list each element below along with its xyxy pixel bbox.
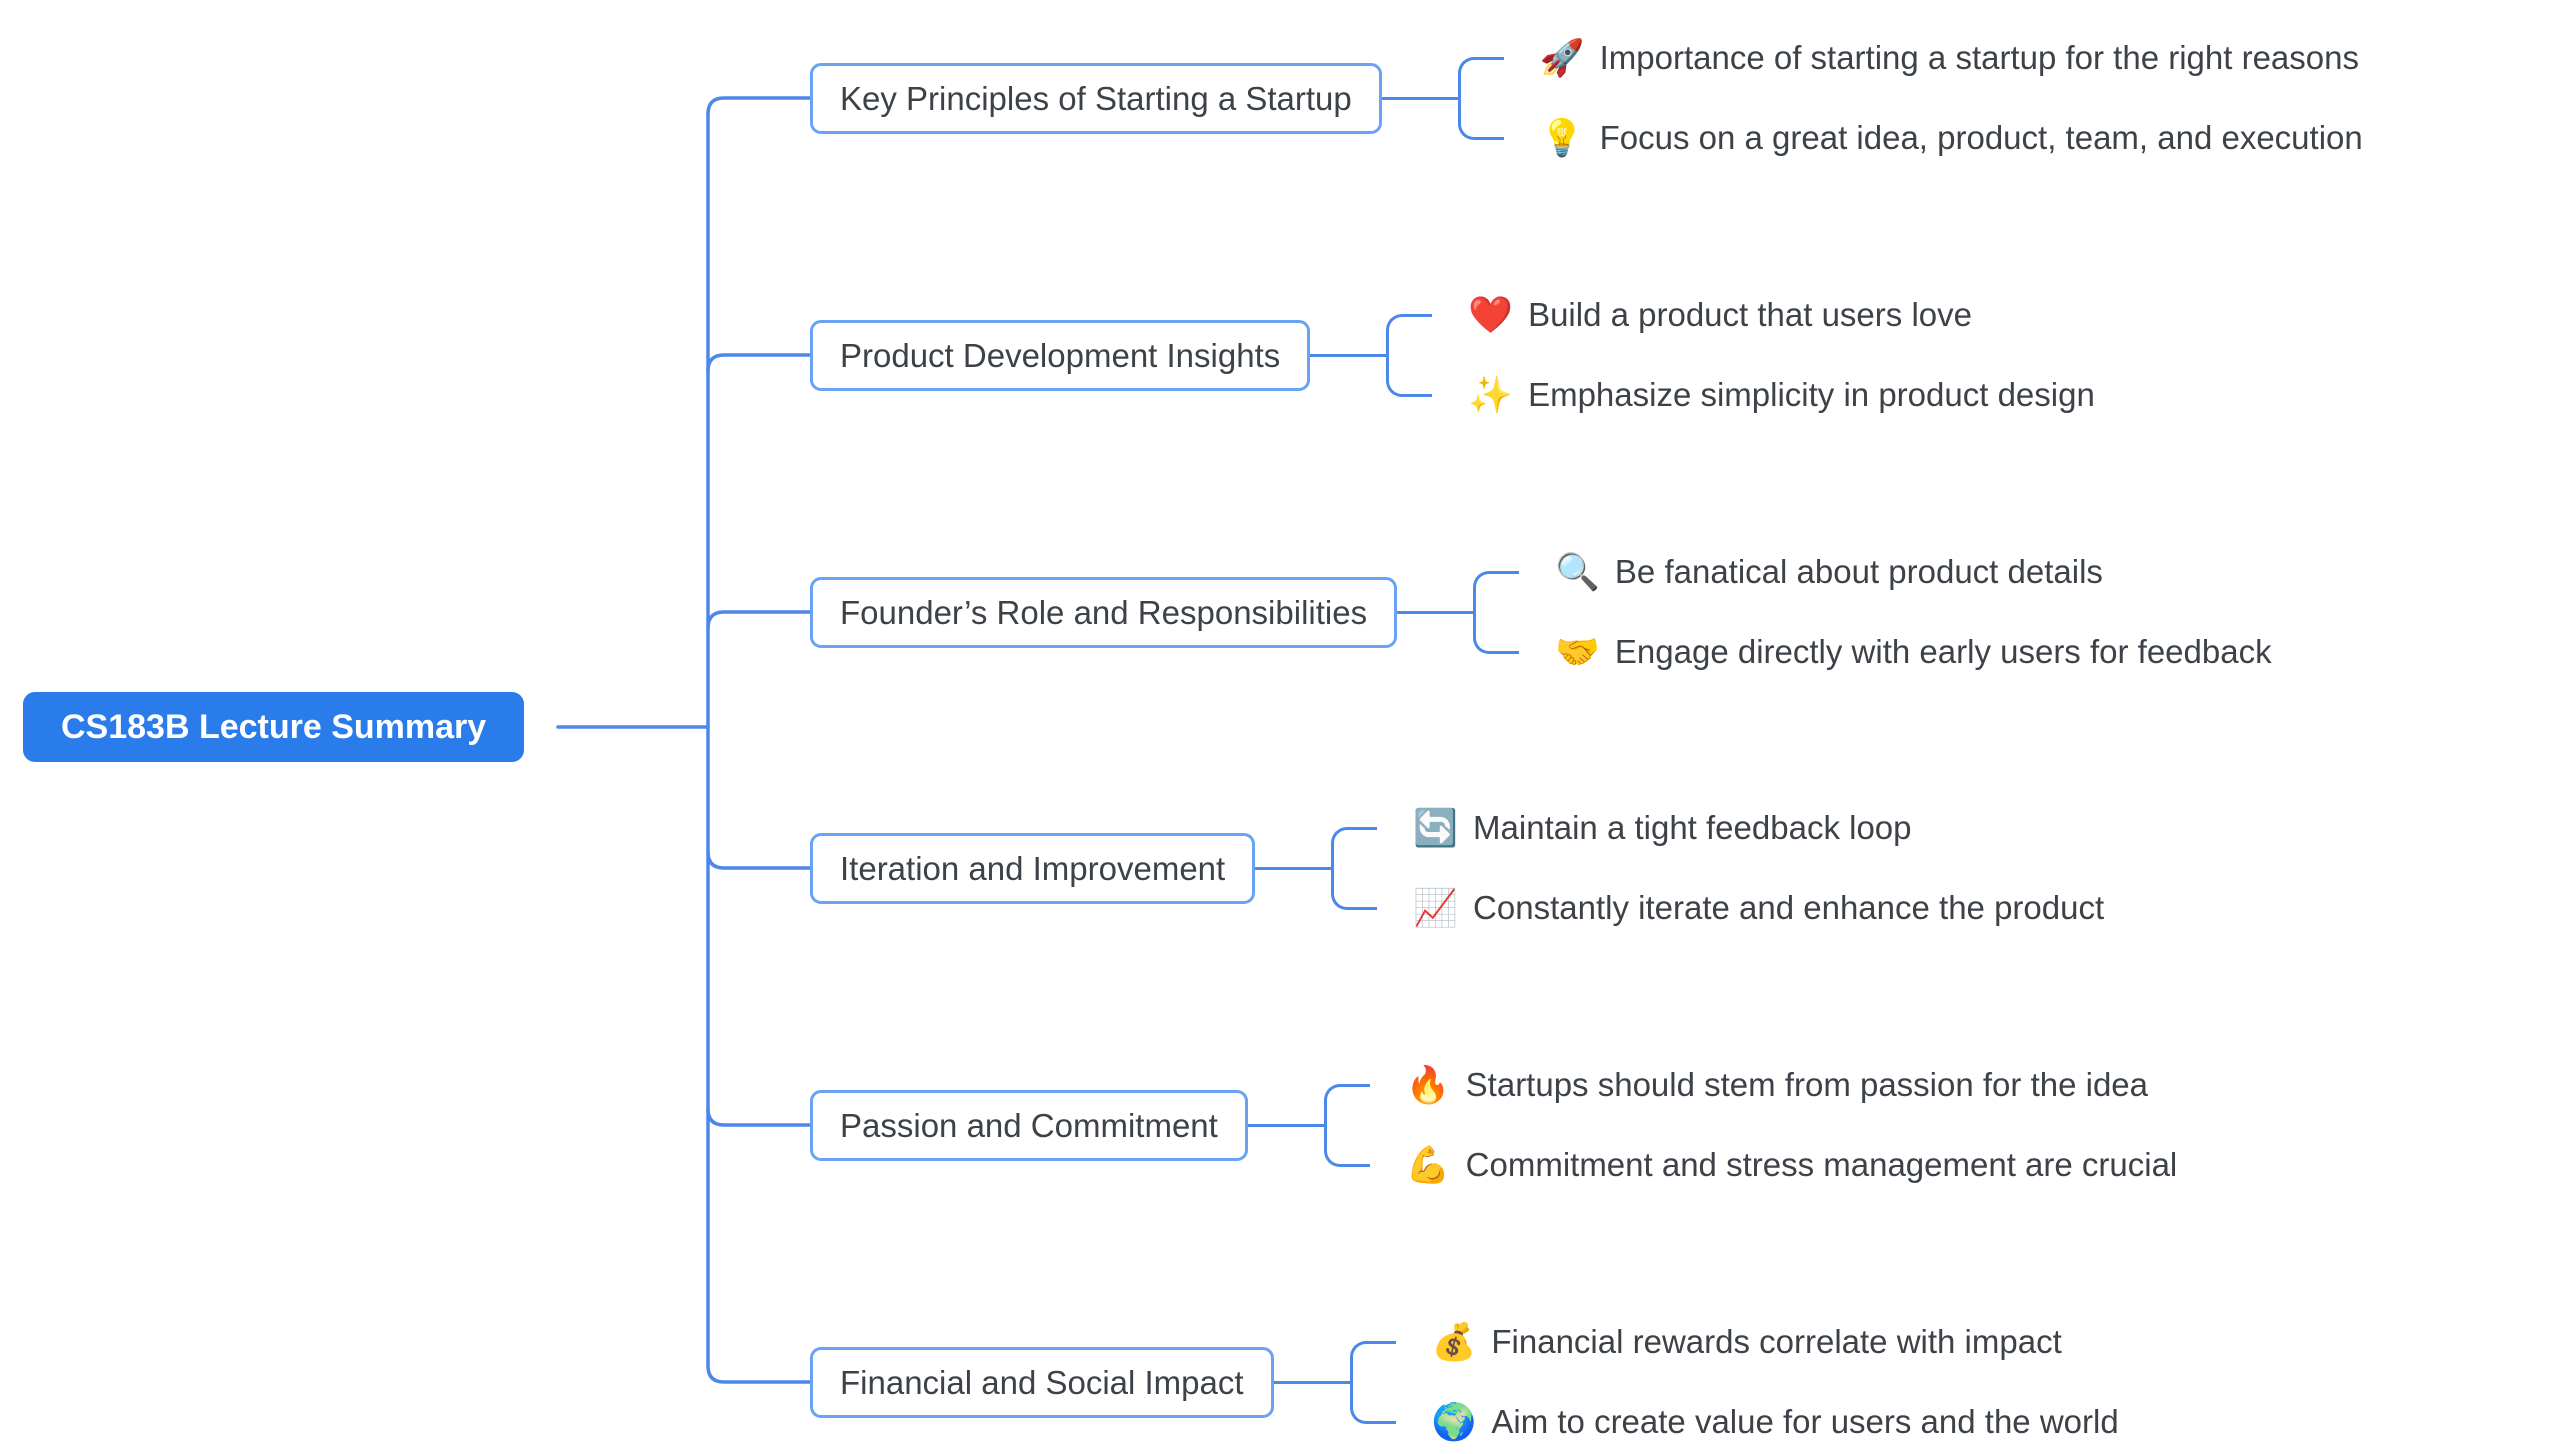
branch-bracket-line xyxy=(1255,866,1332,870)
leaf-text: Constantly iterate and enhance the produ… xyxy=(1473,889,2105,926)
leaf-item[interactable]: 💡 Focus on a great idea, product, team, … xyxy=(1504,98,2363,178)
arrows-loop-icon: 🔄 xyxy=(1413,807,1459,848)
leaf-item[interactable]: 🔥 Startups should stem from passion for … xyxy=(1370,1045,2177,1125)
leaf-text: Emphasize simplicity in product design xyxy=(1528,376,2095,413)
leaf-item[interactable]: 🔄 Maintain a tight feedback loop xyxy=(1377,788,2104,868)
leaf-text: Startups should stem from passion for th… xyxy=(1465,1066,2149,1103)
branch-bracket-line xyxy=(1310,353,1387,357)
leaf-text: Aim to create value for users and the wo… xyxy=(1491,1403,2119,1440)
leaf-bracket xyxy=(1323,1083,1370,1167)
leaf-text: Focus on a great idea, product, team, an… xyxy=(1599,119,2363,156)
leaf-bracket xyxy=(1386,313,1433,397)
branch-node[interactable]: Iteration and Improvement xyxy=(810,832,1256,904)
leaf-group: 🔥 Startups should stem from passion for … xyxy=(1370,1045,2177,1205)
leaf-bracket xyxy=(1331,826,1378,910)
leaf-item[interactable]: ❤️ Build a product that users love xyxy=(1432,275,2095,355)
branch-elbow-2 xyxy=(706,353,812,373)
leaf-text: Financial rewards correlate with impact xyxy=(1491,1323,2062,1360)
globe-icon: 🌍 xyxy=(1431,1401,1477,1442)
leaf-text: Maintain a tight feedback loop xyxy=(1473,809,1912,846)
branch-passion: Passion and Commitment 🔥 Startups should… xyxy=(810,1045,2177,1205)
branch-bracket-line xyxy=(1397,610,1474,614)
sparkles-icon: ✨ xyxy=(1468,374,1514,415)
branch-bracket-line xyxy=(1381,96,1458,100)
rocket-icon: 🚀 xyxy=(1539,37,1585,78)
leaf-text: Importance of starting a startup for the… xyxy=(1599,39,2359,76)
leaf-text: Engage directly with early users for fee… xyxy=(1614,633,2272,670)
branch-financial-impact: Financial and Social Impact 💰 Financial … xyxy=(810,1302,2119,1454)
branch-elbow-5 xyxy=(706,1107,812,1127)
chart-increasing-icon: 📈 xyxy=(1413,887,1459,928)
handshake-icon: 🤝 xyxy=(1555,631,1600,672)
leaf-text: Build a product that users love xyxy=(1528,296,1972,333)
leaf-item[interactable]: ✨ Emphasize simplicity in product design xyxy=(1432,355,2095,435)
magnifier-icon: 🔍 xyxy=(1555,551,1600,592)
branch-node[interactable]: Product Development Insights xyxy=(810,319,1311,391)
leaf-text: Commitment and stress management are cru… xyxy=(1465,1146,2178,1183)
money-bag-icon: 💰 xyxy=(1431,1321,1477,1362)
branch-node[interactable]: Founder’s Role and Responsibilities xyxy=(810,576,1398,648)
leaf-item[interactable]: 🌍 Aim to create value for users and the … xyxy=(1396,1382,2119,1454)
leaf-group: 🚀 Importance of starting a startup for t… xyxy=(1504,18,2363,178)
fire-icon: 🔥 xyxy=(1405,1064,1451,1105)
flexed-biceps-icon: 💪 xyxy=(1405,1144,1451,1185)
branch-node[interactable]: Passion and Commitment xyxy=(810,1089,1248,1161)
leaf-item[interactable]: 💪 Commitment and stress management are c… xyxy=(1370,1125,2177,1205)
leaf-bracket xyxy=(1457,56,1504,140)
heart-icon: ❤️ xyxy=(1468,294,1514,335)
leaf-group: ❤️ Build a product that users love ✨ Emp… xyxy=(1432,275,2095,435)
leaf-group: 🔄 Maintain a tight feedback loop 📈 Const… xyxy=(1377,788,2104,948)
branch-node[interactable]: Financial and Social Impact xyxy=(810,1346,1274,1418)
leaf-bracket xyxy=(1349,1340,1396,1424)
leaf-item[interactable]: 🤝 Engage directly with early users for f… xyxy=(1519,612,2272,692)
branch-iteration: Iteration and Improvement 🔄 Maintain a t… xyxy=(810,788,2104,948)
leaf-bracket xyxy=(1473,570,1520,654)
leaf-item[interactable]: 📈 Constantly iterate and enhance the pro… xyxy=(1377,868,2104,948)
branch-bracket-line xyxy=(1273,1380,1350,1384)
branch-elbow-6 xyxy=(706,1364,812,1384)
leaf-group: 💰 Financial rewards correlate with impac… xyxy=(1396,1302,2119,1454)
branch-bracket-line xyxy=(1247,1123,1324,1127)
leaf-text: Be fanatical about product details xyxy=(1614,553,2103,590)
leaf-item[interactable]: 🚀 Importance of starting a startup for t… xyxy=(1504,18,2363,98)
leaf-item[interactable]: 💰 Financial rewards correlate with impac… xyxy=(1396,1302,2119,1382)
root-node[interactable]: CS183B Lecture Summary xyxy=(23,692,525,762)
branch-founders-role: Founder’s Role and Responsibilities 🔍 Be… xyxy=(810,532,2272,692)
branch-product-development: Product Development Insights ❤️ Build a … xyxy=(810,275,2095,435)
branch-node[interactable]: Key Principles of Starting a Startup xyxy=(810,62,1382,134)
lightbulb-icon: 💡 xyxy=(1539,117,1585,158)
branch-key-principles: Key Principles of Starting a Startup 🚀 I… xyxy=(810,18,2363,178)
branch-elbow-3 xyxy=(706,610,812,630)
leaf-item[interactable]: 🔍 Be fanatical about product details xyxy=(1519,532,2272,612)
leaf-group: 🔍 Be fanatical about product details 🤝 E… xyxy=(1519,532,2272,692)
branch-elbow-1 xyxy=(706,96,812,116)
branch-elbow-4 xyxy=(706,850,812,870)
